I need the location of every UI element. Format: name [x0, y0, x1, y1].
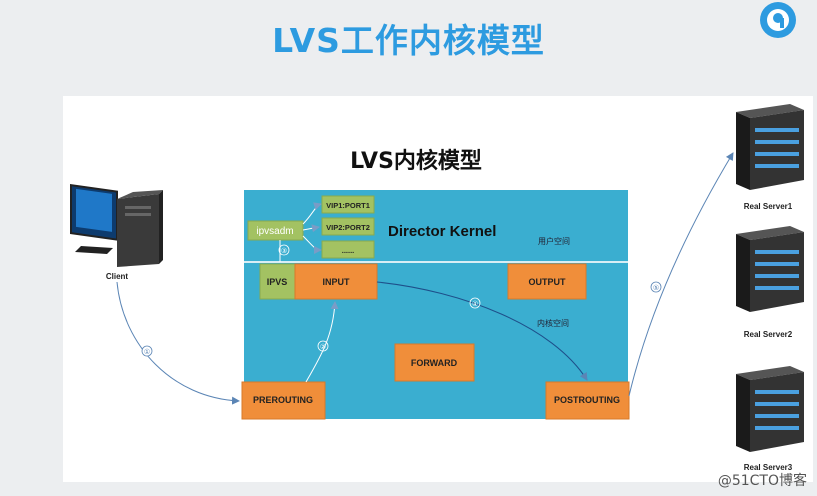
flow-prerouting-to-input [305, 301, 339, 383]
real-server-2-label: Real Server2 [744, 330, 793, 339]
step-1-label: ① [144, 348, 150, 356]
step-4-marker [469, 297, 481, 309]
step-5-label: ⑤ [653, 284, 659, 292]
real-server-3-icon [736, 366, 804, 452]
ipvs-box [259, 263, 296, 300]
flow-input-to-postrouting [376, 281, 588, 381]
output-chain-label: OUTPUT [529, 277, 567, 287]
real-server-1-label: Real Server1 [744, 202, 793, 211]
postrouting-chain-label: POSTROUTING [554, 395, 620, 405]
step-4-label: ④ [472, 300, 478, 308]
kernel-space-label: 内核空间 [537, 318, 569, 328]
step-2-label: ② [320, 343, 326, 351]
ipvs-label: IPVS [267, 277, 288, 287]
real-server-2-icon [736, 226, 804, 312]
step-3-label: ③ [281, 247, 287, 255]
client-label: Client [106, 272, 129, 281]
vip-rule-2 [321, 217, 375, 236]
vip-rule-1 [321, 195, 375, 214]
vip-rule-3-label: ...... [342, 246, 355, 255]
lvs-kernel-diagram: LVS内核模型 Director Kernel 用户空间 内核空间 ipvsad… [70, 148, 734, 420]
flow-client-to-prerouting [116, 281, 240, 405]
step-3-marker [278, 244, 290, 256]
real-server-3-label: Real Server3 [744, 463, 793, 472]
postrouting-chain-box [545, 381, 630, 420]
prerouting-chain-box [241, 381, 326, 420]
diagram-title: LVS内核模型 [350, 148, 482, 174]
input-chain-box [294, 263, 378, 300]
vip-rule-2-label: VIP2:PORT2 [326, 223, 370, 232]
51cto-logo-icon [754, 0, 808, 42]
input-chain-label: INPUT [323, 277, 351, 287]
prerouting-chain-label: PREROUTING [253, 395, 313, 405]
director-kernel-label: Director Kernel [388, 223, 496, 240]
real-server-1-icon [736, 104, 804, 190]
ipvsadm-label: ipvsadm [256, 226, 293, 237]
step-5-marker [650, 281, 662, 293]
flow-postrouting-to-server [628, 152, 734, 397]
watermark: @51CTO博客 [717, 473, 807, 489]
diagram-panel: LVS内核模型 Director Kernel 用户空间 内核空间 ipvsad… [63, 96, 813, 482]
slide-title: LVS工作内核模型 [272, 21, 545, 60]
output-chain-box [507, 263, 587, 300]
vip-rule-3 [321, 240, 375, 259]
forward-chain-label: FORWARD [411, 358, 458, 368]
forward-chain-box [394, 343, 475, 382]
user-space-label: 用户空间 [538, 236, 570, 246]
vip-rule-1-label: VIP1:PORT1 [326, 201, 370, 210]
client-computer-icon [70, 183, 163, 267]
step-1-marker [141, 345, 153, 357]
ipvsadm-box [247, 220, 304, 241]
step-2-marker [317, 340, 329, 352]
